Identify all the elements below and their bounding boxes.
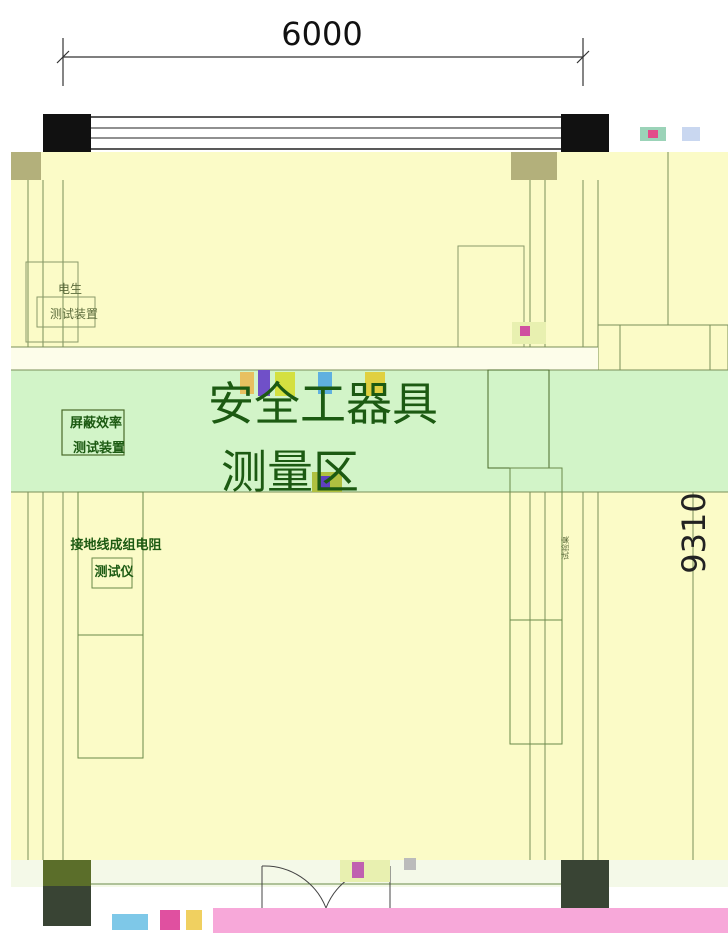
column-bottom-right <box>561 860 609 908</box>
equipment-ground-label-1: 接地线成组电阻 <box>70 537 161 553</box>
door-artifact <box>340 860 390 882</box>
zone-title-line2: 测量区 <box>221 445 359 499</box>
column-cap-left <box>11 152 41 180</box>
interior-lines <box>27 152 694 860</box>
bottom-door-strip <box>213 908 728 933</box>
column-bottom-left <box>43 886 91 926</box>
equipment-top-left-label-1: 电生 <box>58 282 82 296</box>
room-floor <box>11 152 728 887</box>
column-cap-right <box>511 152 557 180</box>
equipment-ground-label-2: 测试仪 <box>94 564 134 580</box>
equipment-shield-label-2: 测试装置 <box>73 440 125 456</box>
upper-strip <box>11 347 598 370</box>
bottom-artifacts <box>112 910 202 930</box>
equipment-top-left-label-2: 测试装置 <box>50 306 98 321</box>
left-bench-column: 接地线成组电阻 测试仪 <box>70 491 162 759</box>
equipment-shield-tester: 屏蔽效率 测试装置 <box>61 409 125 456</box>
right-bench-column: 试验桌 <box>509 467 570 745</box>
right-panel <box>597 324 728 371</box>
width-dimension: 6000 <box>56 15 590 86</box>
column-bottom-left-top <box>43 860 91 886</box>
top-wall <box>43 114 700 152</box>
height-dimension-label: 9310 <box>675 492 713 573</box>
band-artifacts <box>240 370 385 492</box>
width-dimension-label: 6000 <box>281 15 362 53</box>
zone-title-line1: 安全工器具 <box>208 377 438 431</box>
equipment-top-left: 电生 测试装置 <box>25 261 98 343</box>
bench-label: 试验桌 <box>560 536 570 560</box>
equipment-shield-label-1: 屏蔽效率 <box>70 415 122 431</box>
